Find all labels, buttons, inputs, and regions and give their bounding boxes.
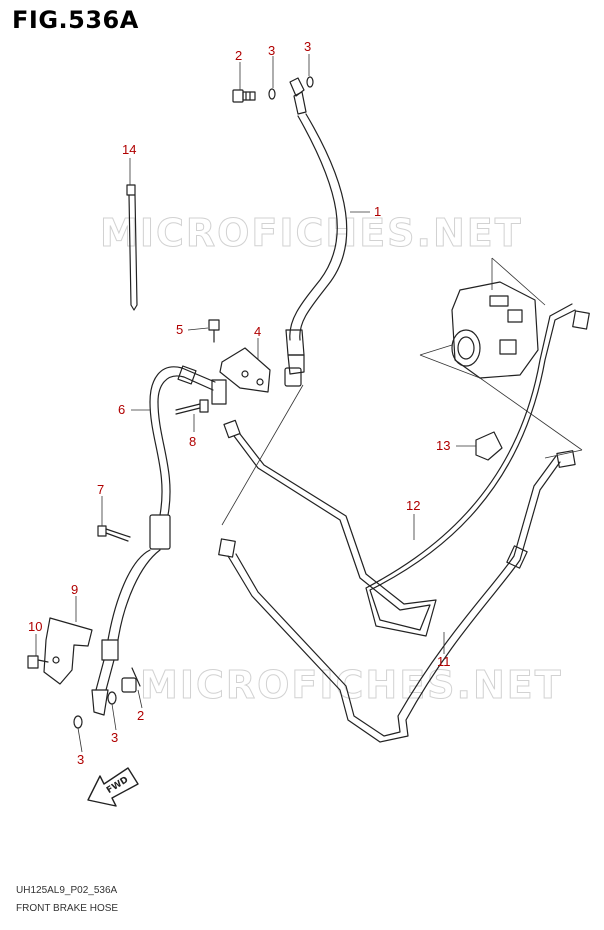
- bracket-4: [219, 347, 271, 393]
- callout-3-bottom-a: 3: [111, 730, 118, 745]
- bolt-7: [97, 525, 131, 542]
- washer-top-b: [306, 76, 314, 88]
- callout-3-bottom-b: 3: [77, 752, 84, 767]
- bolt-8: [175, 399, 209, 415]
- callout-1: 1: [374, 204, 381, 219]
- figure-title: FIG.536A: [12, 6, 139, 34]
- callout-11: 11: [437, 654, 451, 669]
- callout-13: 13: [436, 438, 450, 453]
- abs-unit: [419, 257, 546, 379]
- washer-bottom-b: [73, 715, 83, 729]
- figure-caption: FRONT BRAKE HOSE: [16, 903, 119, 914]
- callout-12: 12: [406, 498, 420, 513]
- callout-8: 8: [189, 434, 196, 449]
- callout-6: 6: [118, 402, 125, 417]
- bolt-5: [208, 319, 220, 343]
- brake-pipe-11: [218, 450, 576, 743]
- callout-2-top: 2: [235, 48, 242, 63]
- callout-4: 4: [254, 324, 261, 339]
- callout-5: 5: [176, 322, 183, 337]
- brake-pipe-12: [223, 303, 590, 637]
- brake-hose-1: [285, 77, 348, 375]
- cable-tie-14: [126, 184, 138, 311]
- washer-top-a: [268, 88, 276, 100]
- callout-14: 14: [122, 142, 136, 157]
- washer-bottom-a: [107, 691, 117, 705]
- callout-leaders: [35, 54, 476, 753]
- callout-10: 10: [28, 619, 42, 634]
- fitting-left-clamp: [211, 379, 227, 405]
- banjo-bolt-bottom: [121, 667, 141, 693]
- brake-hose-6: [91, 365, 216, 716]
- fwd-arrow-icon: FWD: [87, 767, 139, 807]
- bolt-10: [27, 655, 49, 669]
- alignment-lines: [221, 377, 583, 526]
- callout-3-top-a: 3: [268, 43, 275, 58]
- joint-fitting: [284, 367, 302, 387]
- callout-2-bottom: 2: [137, 708, 144, 723]
- watermark-top: MICROFICHES.NET: [100, 211, 523, 255]
- figure-code: UH125AL9_P02_536A: [16, 885, 118, 896]
- banjo-bolt-top: [232, 89, 256, 103]
- bracket-9: [43, 617, 93, 685]
- callout-7: 7: [97, 482, 104, 497]
- clamp-13: [475, 431, 503, 461]
- callout-9: 9: [71, 582, 78, 597]
- watermark-bottom: MICROFICHES.NET: [140, 663, 563, 707]
- callout-3-top-b: 3: [304, 39, 311, 54]
